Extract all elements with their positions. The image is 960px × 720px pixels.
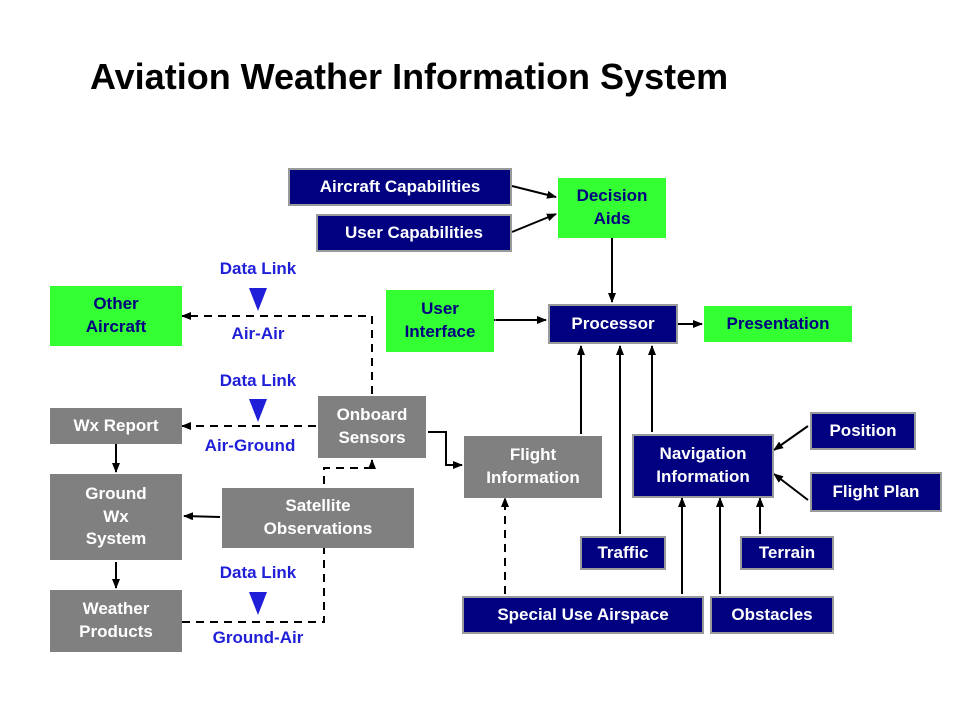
data-link-triangle-ground-air: [249, 592, 267, 615]
arrow-onboard-sensors-to-flight-information: [428, 431, 463, 469]
position-box: Position: [810, 412, 916, 450]
ground-air-label: Ground-Air: [212, 628, 304, 647]
navigation-information-box: Navigation Information: [632, 434, 774, 498]
obstacles-box: Obstacles: [710, 596, 834, 634]
user-interface-box: User Interface: [386, 290, 494, 352]
presentation-box: Presentation: [704, 306, 852, 342]
onboard-sensors-box: Onboard Sensors: [318, 396, 426, 458]
aircraft-capabilities-box: Aircraft Capabilities: [288, 168, 512, 206]
processor-box: Processor: [548, 304, 678, 344]
ground-air-data-link-label: Data Link: [219, 563, 297, 582]
traffic-box: Traffic: [580, 536, 666, 570]
arrow-flight-plan-to-navigation: [773, 473, 809, 501]
dashed-air-air-link: [181, 312, 373, 394]
terrain-box: Terrain: [740, 536, 834, 570]
dashed-ground-air-link: [182, 459, 376, 623]
other-aircraft-box: Other Aircraft: [50, 286, 182, 346]
flight-plan-box: Flight Plan: [810, 472, 942, 512]
satellite-observations-box: Satellite Observations: [222, 488, 414, 548]
arrow-satellite-to-ground-wx: [183, 512, 221, 521]
air-air-data-link-label: Data Link: [219, 259, 297, 278]
air-ground-data-link-label: Data Link: [219, 371, 297, 390]
decision-aids-box: Decision Aids: [558, 178, 666, 238]
data-link-triangle-air-ground: [249, 399, 267, 422]
arrow-position-to-navigation: [773, 425, 809, 451]
arrow-aircraft-capabilities-to-decision-aids: [511, 185, 557, 199]
user-capabilities-box: User Capabilities: [316, 214, 512, 252]
ground-wx-system-box: Ground Wx System: [50, 474, 182, 560]
air-air-label: Air-Air: [231, 324, 285, 343]
wx-report-box: Wx Report: [50, 408, 182, 444]
flight-information-box: Flight Information: [464, 436, 602, 498]
diagram-title: Aviation Weather Information System: [90, 56, 729, 97]
weather-products-box: Weather Products: [50, 590, 182, 652]
arrow-user-capabilities-to-decision-aids: [511, 213, 557, 233]
air-ground-label: Air-Ground: [204, 436, 296, 455]
special-use-airspace-box: Special Use Airspace: [462, 596, 704, 634]
data-link-triangle-air-air: [249, 288, 267, 311]
